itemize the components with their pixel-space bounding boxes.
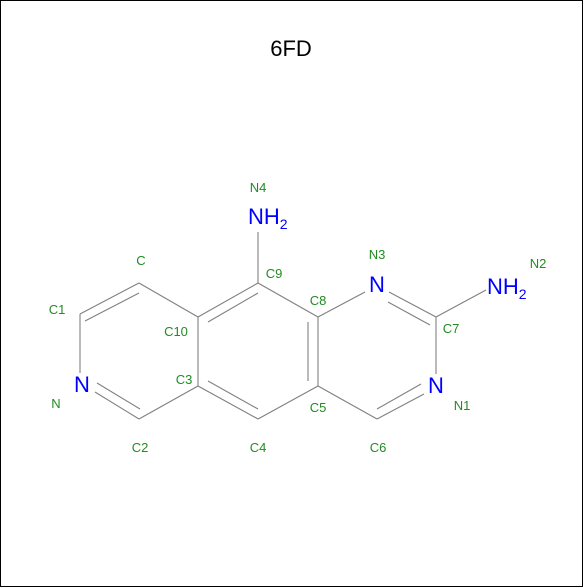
ring-nitrogen-symbol: N <box>74 372 90 397</box>
atom-label-c7: C7 <box>443 321 460 336</box>
atom-label-n1: N1 <box>454 398 471 413</box>
bond-c9-c8 <box>257 282 319 318</box>
bond-n-c2 <box>94 391 140 420</box>
n2-amine-symbol: NH2 <box>487 274 527 302</box>
atom-label-c4: C4 <box>250 440 267 455</box>
bond-c-c10 <box>138 282 199 318</box>
atom-label-c6: C6 <box>370 440 387 455</box>
atom-label-c3: C3 <box>176 372 193 387</box>
bond-n3-c7-inner <box>387 301 431 326</box>
atom-labels: C C1 N C2 C3 C4 C5 C6 N1 C7 N2 N3 C8 C9 … <box>49 180 547 455</box>
atom-label-n: N <box>51 396 60 411</box>
bond-n-c2-inner <box>96 382 141 410</box>
bonds <box>79 232 487 420</box>
bond-c4-c3 <box>197 385 259 420</box>
n4-amine-symbol: NH2 <box>248 204 288 232</box>
atom-symbols: N N N NH2 NH2 <box>74 204 527 398</box>
bond-n3-c7 <box>388 291 437 318</box>
atom-label-c10: C10 <box>164 324 188 339</box>
bond-n1-c6-inner <box>376 383 422 410</box>
atom-label-c1: C1 <box>49 302 66 317</box>
n1-symbol: N <box>428 373 444 398</box>
bond-n1-c6 <box>376 393 425 420</box>
atom-label-n4: N4 <box>250 180 267 195</box>
atom-label-n3: N3 <box>369 247 386 262</box>
bond-c5-c4 <box>257 385 319 420</box>
n3-symbol: N <box>369 272 385 297</box>
bond-c1-c <box>79 282 140 315</box>
bond-c2-c3 <box>138 385 199 420</box>
atom-label-c2: C2 <box>132 440 149 455</box>
atom-label-c8: C8 <box>310 293 327 308</box>
atom-label-c9: C9 <box>266 266 283 281</box>
bond-c1-c-inner <box>84 292 140 322</box>
bond-c10-c9 <box>197 282 259 318</box>
molecule-title: 6FD <box>270 36 312 61</box>
bond-c10-c9-inner <box>207 292 259 323</box>
atom-label-c5: C5 <box>310 400 327 415</box>
atom-label-n2: N2 <box>530 256 547 271</box>
bond-c4-c3-inner <box>207 380 259 410</box>
bond-c8-n3 <box>317 291 366 318</box>
atom-label-c: C <box>136 253 145 268</box>
bond-c6-c5 <box>317 385 378 420</box>
bond-c7-n2 <box>435 289 487 318</box>
